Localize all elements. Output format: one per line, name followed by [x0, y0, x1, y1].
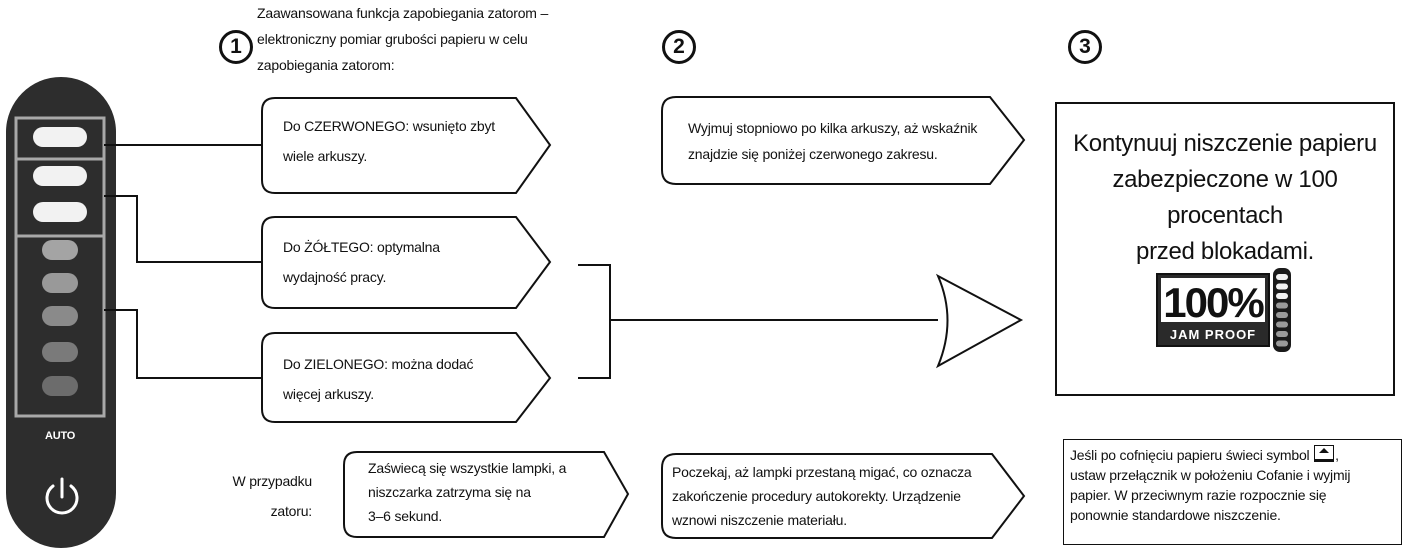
level-green-text: Do ZIELONEGO: można dodać więcej arkuszy…: [283, 349, 474, 409]
jam-step1-line: Zaświecą się wszystkie lampki, a: [368, 460, 567, 476]
level-red-line: wiele arkuszy.: [283, 148, 368, 164]
connector-green: [104, 309, 263, 379]
level-red-text: Do CZERWONEGO: wsunięto zbyt wiele arkus…: [283, 111, 495, 171]
callout-green: [261, 332, 552, 423]
jam-label-line: W przypadku: [232, 473, 313, 489]
jam-step1-line: 3–6 sekund.: [368, 508, 443, 524]
level-red-line: Do CZERWONEGO: wsunięto zbyt: [283, 118, 495, 134]
jam-step1-text: Zaświecą się wszystkie lampki, a niszcza…: [368, 456, 566, 528]
reverse-note-line: papier. W przeciwnym razie rozpocznie si…: [1070, 487, 1327, 503]
jam-step2-line: Poczekaj, aż lampki przestaną migać, co …: [672, 464, 972, 480]
reverse-note-line: ponownie standardowe niszczenie.: [1070, 507, 1281, 523]
reverse-note-line: ustaw przełącznik w położeniu Cofanie i …: [1070, 467, 1351, 483]
jam-proof-logo: 100% JAM PROOF: [1156, 268, 1291, 352]
result-line: Kontynuuj niszczenie papieru: [1073, 130, 1377, 157]
jam-step1-line: niszczarka zatrzyma się na: [368, 484, 531, 500]
jam-step2-line: wznowi niszczenie materiału.: [672, 512, 847, 528]
jam-proof-led: [1276, 312, 1288, 318]
intro-line: Zaawansowana funkcja zapobiegania zatoro…: [257, 5, 549, 21]
indicator-light: [42, 306, 78, 326]
jam-proof-led: [1276, 340, 1288, 347]
reverse-note-start: Jeśli po cofnięciu papieru świeci symbol: [1070, 447, 1310, 463]
reverse-note-line: Jeśli po cofnięciu papieru świeci symbol…: [1070, 445, 1397, 465]
level-yellow-line: wydajność pracy.: [283, 269, 387, 285]
jam-label-line: zatoru:: [270, 503, 313, 519]
step-1-badge: 1: [219, 30, 253, 64]
indicator-light: [42, 273, 78, 293]
indicator-light: [42, 376, 78, 396]
step2-line: Wyjmuj stopniowo po kilka arkuszy, aż ws…: [688, 120, 978, 136]
intro-line: elektroniczny pomiar grubości papieru w …: [257, 31, 528, 47]
step-2-badge: 2: [662, 30, 696, 64]
result-line: przed blokadami.: [1136, 238, 1314, 265]
jam-proof-led: [1276, 321, 1288, 328]
merge-bracket: [578, 264, 611, 379]
indicator-light-red-zone: [33, 202, 87, 222]
jam-proof-percent: 100%: [1163, 279, 1264, 326]
jam-label: W przypadku zatoru:: [230, 466, 313, 526]
result-line: zabezpieczone w 100 procentach: [1112, 166, 1338, 229]
step2-line: znajdzie się poniżej czerwonego zakresu.: [688, 146, 938, 162]
level-green-line: Do ZIELONEGO: można dodać: [283, 356, 474, 372]
callout-step2: [661, 96, 1026, 185]
level-yellow-line: Do ŻÓŁTEGO: optymalna: [283, 239, 440, 255]
step2-text: Wyjmuj stopniowo po kilka arkuszy, aż ws…: [688, 115, 977, 167]
indicator-light-red-zone: [33, 127, 87, 147]
reverse-note-comma: ,: [1335, 447, 1339, 463]
auto-label: AUTO: [45, 430, 76, 442]
callout-jam-2: [661, 453, 1026, 539]
jam-proof-led: [1276, 283, 1288, 290]
jam-proof-led: [1276, 331, 1288, 337]
step-3-badge: 3: [1068, 30, 1102, 64]
big-arrow-head: [935, 273, 1024, 369]
jam-proof-led: [1276, 302, 1288, 309]
indicator-light-red-zone: [33, 166, 87, 186]
level-yellow-text: Do ŻÓŁTEGO: optymalna wydajność pracy.: [283, 232, 440, 292]
jam-step2-line: zakończenie procedury autokorekty. Urząd…: [672, 488, 961, 504]
reverse-note-box: Jeśli po cofnięciu papieru świeci symbol…: [1063, 439, 1402, 545]
indicator-light: [42, 342, 78, 362]
indicator-light: [42, 240, 78, 260]
reverse-note-text: Jeśli po cofnięciu papieru świeci symbol…: [1070, 445, 1397, 525]
reverse-symbol-icon: [1314, 445, 1335, 462]
jam-proof-led: [1276, 293, 1288, 299]
callout-jam-1: [343, 451, 630, 538]
intro-text: Zaawansowana funkcja zapobiegania zatoro…: [257, 0, 548, 78]
callout-yellow: [261, 216, 552, 309]
intro-line: zapobiegania zatorom:: [257, 57, 395, 73]
level-green-line: więcej arkuszy.: [283, 386, 374, 402]
jam-step2-text: Poczekaj, aż lampki przestaną migać, co …: [672, 460, 972, 532]
jam-proof-led: [1276, 274, 1288, 280]
connector-yellow: [104, 195, 263, 263]
result-text: Kontynuuj niszczenie papieru zabezpieczo…: [1057, 126, 1393, 270]
jam-proof-label: JAM PROOF: [1170, 327, 1256, 342]
callout-red: [261, 97, 552, 194]
indicator-lights: [33, 127, 87, 396]
power-icon[interactable]: [42, 475, 82, 519]
green-zone-frame: [14, 234, 106, 418]
